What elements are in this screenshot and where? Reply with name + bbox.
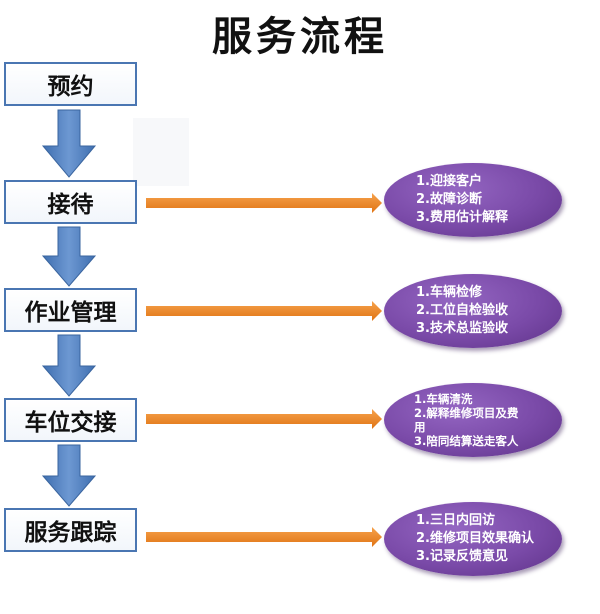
detail-line: 2.维修项目效果确认 (416, 531, 534, 546)
detail-bubble-work-management: 1.车辆检修 2.工位自检验收 3.技术总监验收 (384, 274, 562, 348)
detail-line: 1.三日内回访 (416, 513, 495, 528)
step-box-service-followup: 服务跟踪 (4, 508, 137, 552)
detail-line: 2.解释维修项目及费 (414, 406, 519, 420)
detail-line: 1.迎接客户 (416, 174, 482, 189)
detail-line: 用 (414, 420, 426, 434)
step-box-vehicle-handover: 车位交接 (4, 398, 137, 442)
detail-line: 1.车辆检修 (416, 285, 482, 300)
right-arrow-2 (146, 301, 382, 321)
detail-line: 1.车辆清洗 (414, 392, 473, 406)
detail-bubble-reception: 1.迎接客户 2.故障诊断 3.费用估计解释 (384, 163, 562, 237)
down-arrow-3 (41, 334, 97, 397)
down-arrow-2 (41, 226, 97, 287)
step-box-reservation: 预约 (4, 62, 137, 106)
right-arrow-3 (146, 409, 382, 429)
right-arrow-4 (146, 527, 382, 547)
detail-bubble-vehicle-handover: 1.车辆清洗 2.解释维修项目及费 用 3.陪同结算送走客人 (384, 383, 562, 457)
detail-line: 3.费用估计解释 (416, 210, 508, 225)
down-arrow-1 (41, 109, 97, 178)
detail-bubble-service-followup: 1.三日内回访 2.维修项目效果确认 3.记录反馈意见 (384, 502, 562, 576)
detail-line: 3.陪同结算送走客人 (414, 434, 519, 448)
right-arrow-1 (146, 193, 382, 213)
decorative-block (133, 118, 189, 186)
step-box-work-management: 作业管理 (4, 288, 137, 332)
down-arrow-4 (41, 444, 97, 507)
detail-line: 2.故障诊断 (416, 192, 482, 207)
diagram-title: 服务流程 (212, 14, 388, 60)
detail-line: 3.技术总监验收 (416, 321, 508, 336)
step-box-reception: 接待 (4, 180, 137, 224)
detail-line: 3.记录反馈意见 (416, 549, 508, 564)
detail-line: 2.工位自检验收 (416, 303, 508, 318)
